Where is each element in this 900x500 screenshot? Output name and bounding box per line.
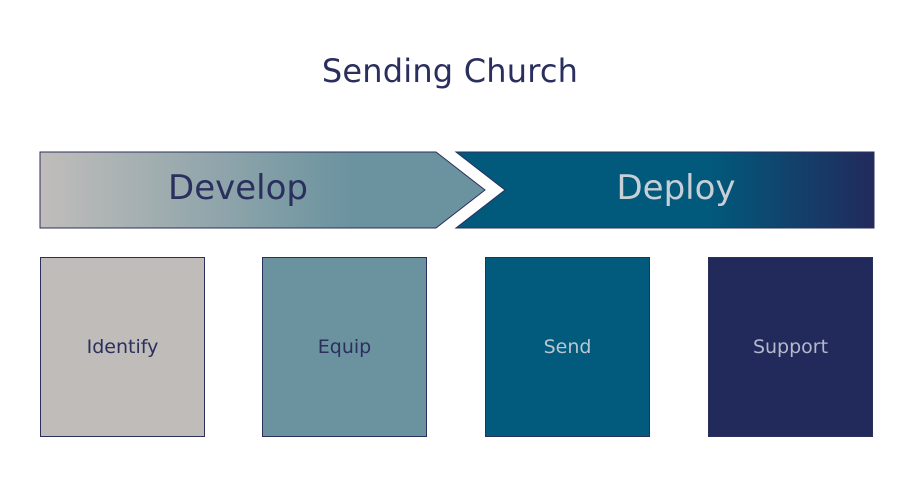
develop-label: Develop [168,168,308,208]
step-support-label: Support [752,336,829,358]
deploy-label: Deploy [616,168,736,208]
step-identify: Identify [40,257,205,437]
step-equip-label: Equip [317,336,372,358]
page-title: Sending Church [321,52,579,90]
step-equip: Equip [262,257,427,437]
develop-arrow [39,151,486,229]
step-identify-label: Identify [86,336,159,358]
step-send: Send [485,257,650,437]
step-send-label: Send [543,336,592,358]
phase-arrows [39,151,875,229]
deploy-arrow [454,151,875,229]
step-support: Support [708,257,873,437]
